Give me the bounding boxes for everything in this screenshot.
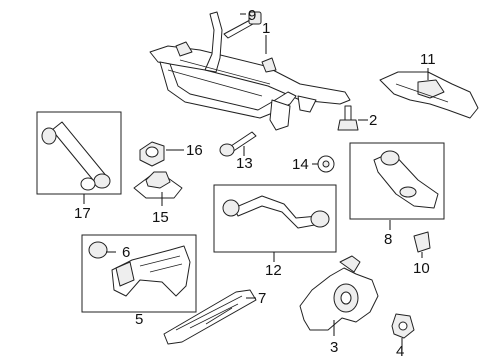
bracket-11 [379, 71, 479, 119]
mount-15 [133, 171, 183, 199]
knuckle-3 [299, 255, 379, 331]
bolt-2 [337, 105, 359, 131]
shield-7 [163, 289, 257, 345]
callout-6: 6 [122, 244, 130, 261]
callout-11: 11 [420, 51, 436, 68]
callout-8: 8 [384, 231, 392, 248]
leader-lines [83, 13, 429, 350]
arm-12-group [213, 184, 337, 253]
link-17-group [36, 111, 122, 195]
bolt-13 [219, 131, 257, 157]
callout-5: 5 [135, 311, 143, 328]
bushing-4 [391, 313, 415, 339]
callout-10: 10 [413, 260, 430, 277]
washer-10 [413, 231, 431, 253]
callout-1: 1 [262, 20, 270, 37]
bushing-16 [139, 141, 165, 167]
callout-3: 3 [330, 339, 338, 356]
callout-17: 17 [74, 205, 91, 222]
callout-14: 14 [292, 156, 309, 173]
washer-14 [317, 155, 335, 173]
callout-15: 15 [152, 209, 169, 226]
bolt-9 [223, 11, 262, 39]
arm-8-group [349, 142, 445, 220]
callout-13: 13 [236, 155, 253, 172]
trailing-arm-5-group [81, 234, 197, 313]
callout-2: 2 [369, 112, 377, 129]
callout-9: 9 [248, 7, 256, 24]
callout-16: 16 [186, 142, 203, 159]
callout-7: 7 [258, 290, 266, 307]
subframe-crossmember [149, 11, 351, 131]
callout-4: 4 [396, 343, 404, 360]
callout-labels: 1 2 3 4 5 6 7 8 9 10 11 12 13 14 15 16 1… [74, 7, 436, 360]
callout-12: 12 [265, 262, 282, 279]
